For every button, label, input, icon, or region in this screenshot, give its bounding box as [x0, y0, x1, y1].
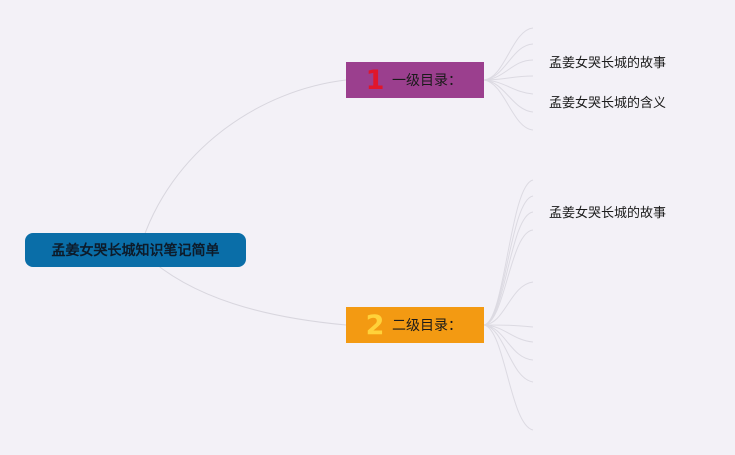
fan-branch-2	[483, 179, 534, 431]
fan-branch-1	[483, 27, 534, 131]
branch-node-1[interactable]: 1 一级目录：	[346, 62, 484, 98]
connector-root-branch-1	[139, 79, 347, 249]
branch-node-2[interactable]: 2 二级目录：	[346, 307, 484, 343]
root-node-label: 孟姜女哭长城知识笔记简单	[51, 243, 220, 259]
branch-2-number: 2	[365, 309, 385, 341]
leaf-node-story-1[interactable]: 孟姜女哭长城的故事	[549, 56, 667, 71]
connector-root-branch-2	[139, 249, 347, 326]
branch-1-number: 1	[365, 64, 385, 96]
root-node[interactable]: 孟姜女哭长城知识笔记简单	[25, 233, 246, 267]
leaf-node-meaning[interactable]: 孟姜女哭长城的含义	[549, 96, 667, 111]
branch-2-label: 二级目录：	[392, 318, 462, 334]
branch-1-label: 一级目录：	[392, 73, 462, 89]
leaf-node-story-2[interactable]: 孟姜女哭长城的故事	[549, 206, 667, 221]
